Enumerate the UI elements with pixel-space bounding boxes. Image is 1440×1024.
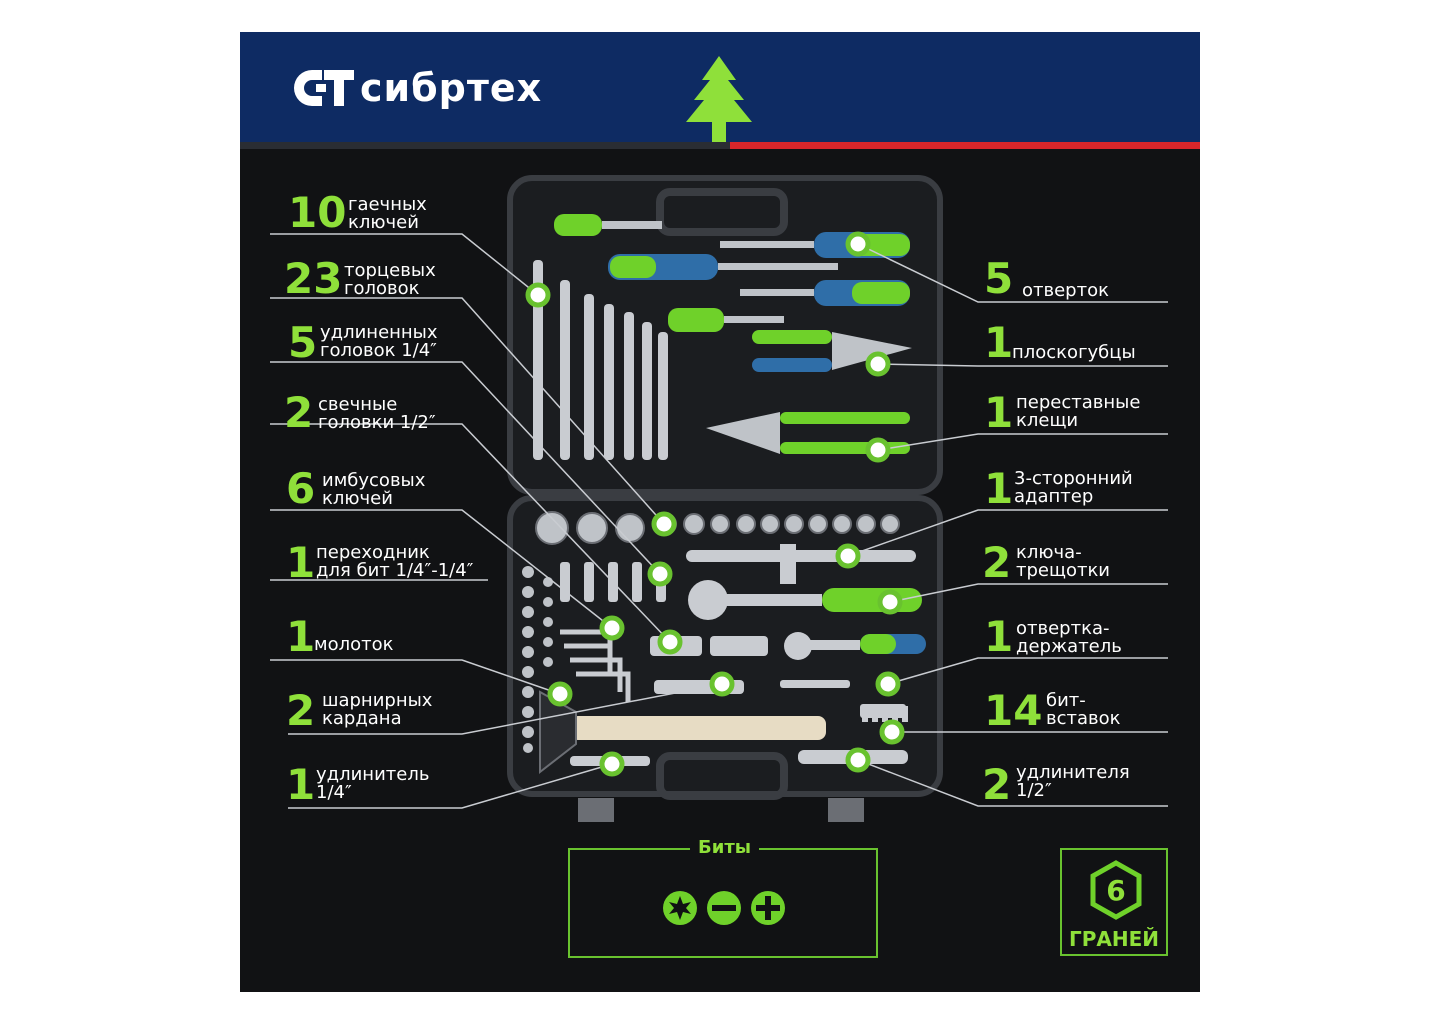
adapter-count: 1 xyxy=(984,464,1014,513)
bit-holder-count: 1 xyxy=(984,612,1014,661)
marker-ratchets xyxy=(877,589,903,615)
product-infographic: сибртех xyxy=(240,32,1200,992)
wrenches xyxy=(533,260,668,460)
slotted-bit-icon xyxy=(707,891,741,925)
leader-lines xyxy=(270,233,1168,809)
header-divider-red xyxy=(730,142,1200,149)
callout-markers xyxy=(525,231,905,777)
six-point-badge: 6 ГРАНЕЙ xyxy=(1060,848,1168,956)
torx-bit-icon xyxy=(663,891,697,925)
bit-types xyxy=(663,891,785,925)
pliers-count: 1 xyxy=(984,318,1014,367)
tool-case-illustration xyxy=(270,175,1168,822)
bit-adapter-count: 1 xyxy=(286,538,316,587)
wrenches-count: 10 xyxy=(288,188,347,237)
hex-keys xyxy=(560,629,631,702)
marker-long-sockets xyxy=(647,561,673,587)
spark-sockets-count: 2 xyxy=(284,388,314,437)
sockets-count: 23 xyxy=(284,254,343,303)
brand-header: сибртех xyxy=(240,32,1200,144)
hex-keys-label: имбусовых ключей xyxy=(322,470,426,509)
hex-keys-count: 6 xyxy=(286,464,316,513)
bits-legend-title: Биты xyxy=(690,836,760,860)
cardans-count: 2 xyxy=(286,686,316,735)
brand-name: сибртех xyxy=(360,66,543,110)
marker-wrenches xyxy=(525,282,551,308)
bits-legend: Биты xyxy=(568,836,878,958)
adjustable-pliers-count: 1 xyxy=(984,388,1014,437)
bits-count: 14 xyxy=(984,686,1043,735)
bit-holder-label: отвертка- держатель xyxy=(1016,618,1122,657)
hammer-label: молоток xyxy=(314,634,394,655)
spark-sockets-label: свечные головки 1/2″ xyxy=(318,394,436,433)
marker-hex-keys xyxy=(599,615,625,641)
hex-number: 6 xyxy=(1106,874,1125,907)
marker-adapter xyxy=(835,543,861,569)
marker-cardans xyxy=(709,671,735,697)
marker-extension-14 xyxy=(599,751,625,777)
marker-spark-sockets xyxy=(657,629,683,655)
sockets-label: торцевых головок xyxy=(344,260,436,299)
marker-screwdrivers xyxy=(845,231,871,257)
bit-adapter-label: переходник для бит 1/4″-1/4″ xyxy=(316,542,474,581)
ratchets-label: ключа- трещотки xyxy=(1016,542,1111,581)
adapter-label: 3-сторонний адаптер xyxy=(1014,468,1133,507)
screwdrivers-count: 5 xyxy=(984,254,1014,303)
spruce-tree-icon xyxy=(686,56,752,144)
long-sockets-label: удлиненных головок 1/4″ xyxy=(320,322,438,361)
extension-14-label: удлинитель 1/4″ xyxy=(316,764,430,803)
marker-extensions-12 xyxy=(845,747,871,773)
long-sockets-count: 5 xyxy=(288,318,318,367)
phillips-bit-icon xyxy=(751,891,785,925)
header-divider-dark xyxy=(240,142,730,149)
marker-adjustable-pliers xyxy=(865,437,891,463)
marker-pliers xyxy=(865,351,891,377)
marker-hammer xyxy=(547,681,573,707)
hammer xyxy=(539,690,826,775)
cardans-label: шарнирных кардана xyxy=(322,690,433,729)
small-sockets xyxy=(522,566,553,753)
ratchets-count: 2 xyxy=(982,538,1012,587)
marker-bits xyxy=(879,719,905,745)
brand-logo: сибртех xyxy=(292,66,542,110)
bit-inserts xyxy=(862,706,908,722)
hexagon-6-icon: 6 xyxy=(1090,860,1142,920)
pliers-label: плоскогубцы xyxy=(1012,342,1136,363)
marker-sockets xyxy=(651,511,677,537)
sibrteh-st-mark-icon xyxy=(294,70,354,106)
extensions-12-count: 2 xyxy=(982,760,1012,809)
extension-14-count: 1 xyxy=(286,760,316,809)
extensions-12-label: удлинителя 1/2″ xyxy=(1016,762,1130,801)
wrenches-label: гаечных ключей xyxy=(348,194,427,233)
hex-label: ГРАНЕЙ xyxy=(1068,927,1160,951)
screwdrivers-label: отверток xyxy=(1022,280,1109,301)
bits-label: бит- вставок xyxy=(1046,690,1121,729)
marker-bit-holder xyxy=(875,671,901,697)
adjustable-pliers-label: переставные клещи xyxy=(1016,392,1141,431)
hammer-count: 1 xyxy=(286,612,316,661)
